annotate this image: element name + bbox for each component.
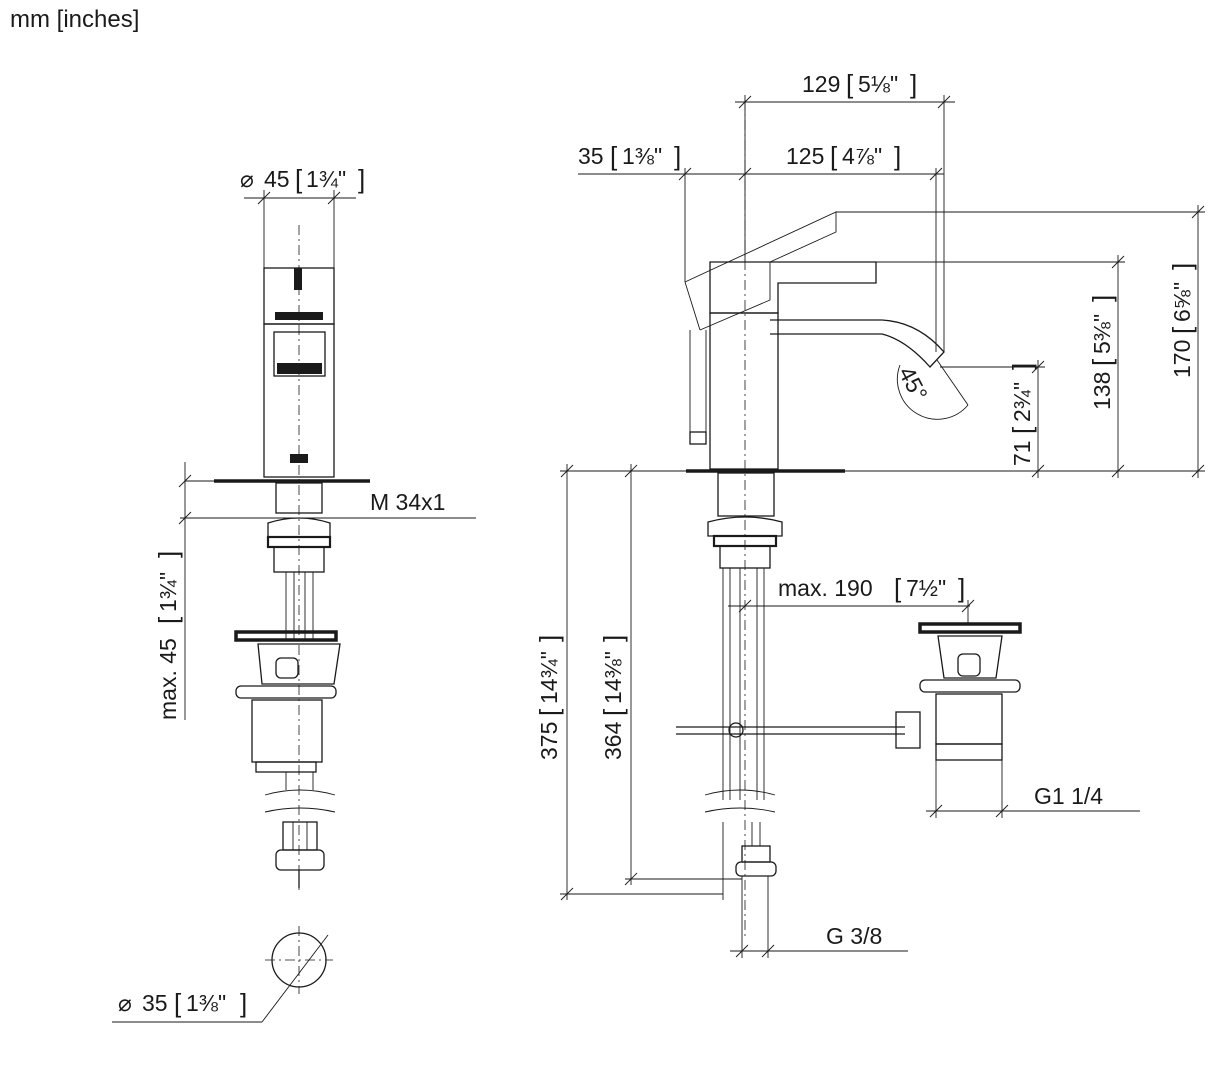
h-170-imperial: 6⅝" bbox=[1169, 282, 1195, 322]
dim-w-129: 129 [ 5⅛" ] bbox=[802, 69, 917, 99]
h-375-imperial: 14¾" bbox=[536, 651, 562, 704]
dim-h-71: 71 [ 2¾" ] bbox=[1007, 363, 1037, 466]
thread-g38-label: G 3/8 bbox=[826, 923, 882, 949]
svg-text:]: ] bbox=[1087, 295, 1117, 302]
svg-text:]: ] bbox=[674, 141, 681, 171]
svg-text:[: [ bbox=[1167, 326, 1197, 334]
dim-dia-35: ⌀ 35 [ 1⅜" ] bbox=[118, 988, 247, 1018]
front-view bbox=[112, 190, 476, 1023]
dia-45-value: 45 bbox=[264, 166, 290, 192]
svg-text:]: ] bbox=[1007, 363, 1037, 370]
w-35-imperial: 1⅜" bbox=[622, 143, 662, 169]
dim-w-125: 125 [ 4⅞" ] bbox=[786, 141, 901, 171]
h-138-value: 138 bbox=[1089, 372, 1115, 410]
dia-35-value: 35 bbox=[142, 990, 168, 1016]
h-71-imperial: 2¾" bbox=[1009, 382, 1035, 422]
svg-text:]: ] bbox=[1167, 263, 1197, 270]
svg-text:[: [ bbox=[830, 141, 838, 171]
dia-35-prefix: ⌀ bbox=[118, 990, 132, 1016]
max-190-value: max. 190 bbox=[778, 575, 873, 601]
svg-text:]: ] bbox=[358, 164, 365, 194]
svg-text:[: [ bbox=[598, 708, 628, 716]
dim-w-35: 35 [ 1⅜" ] bbox=[578, 141, 681, 171]
svg-text:[: [ bbox=[894, 573, 902, 603]
svg-text:[: [ bbox=[534, 708, 564, 716]
svg-text:]: ] bbox=[598, 635, 628, 642]
h-170-value: 170 bbox=[1169, 340, 1195, 378]
dia-45-imperial: 1¾" bbox=[306, 166, 346, 192]
svg-text:[: [ bbox=[1007, 426, 1037, 434]
dia-45-prefix: ⌀ bbox=[240, 166, 254, 192]
dim-h-170: 170 [ 6⅝" ] bbox=[1167, 263, 1197, 378]
dia-35-imperial: 1⅜" bbox=[186, 990, 226, 1016]
w-125-value: 125 bbox=[786, 143, 824, 169]
side-view bbox=[560, 95, 1205, 958]
w-129-value: 129 bbox=[802, 71, 840, 97]
w-129-imperial: 5⅛" bbox=[858, 71, 898, 97]
svg-text:[: [ bbox=[610, 141, 618, 171]
h-138-imperial: 5⅜" bbox=[1089, 314, 1115, 354]
svg-text:[: [ bbox=[295, 164, 303, 194]
dim-h-375: 375 [ 14¾" ] bbox=[534, 635, 564, 760]
svg-text:[: [ bbox=[1087, 358, 1117, 366]
units-label: mm [inches] bbox=[10, 6, 140, 33]
h-375-value: 375 bbox=[536, 722, 562, 760]
w-35-value: 35 bbox=[578, 143, 604, 169]
h-364-imperial: 14⅜" bbox=[600, 651, 626, 704]
dim-thread-g114: G1 1/4 bbox=[1034, 783, 1103, 809]
h-71-value: 71 bbox=[1009, 440, 1035, 466]
angle-value: 45° bbox=[894, 362, 933, 405]
h-364-value: 364 bbox=[600, 721, 626, 760]
svg-text:]: ] bbox=[910, 69, 917, 99]
dim-thread-m: M 34x1 bbox=[370, 489, 445, 515]
dim-max-45: max. 45 [ 1¾" ] bbox=[153, 551, 183, 720]
max-190-imperial: 7½" bbox=[906, 575, 946, 601]
svg-text:]: ] bbox=[894, 141, 901, 171]
dim-thread-g38: G 3/8 bbox=[826, 923, 882, 949]
dim-dia-45: ⌀ 45 [ 1¾" ] bbox=[240, 164, 365, 194]
max-45-value: max. 45 bbox=[155, 638, 181, 720]
svg-text:[: [ bbox=[846, 69, 854, 99]
svg-text:]: ] bbox=[534, 635, 564, 642]
svg-text:]: ] bbox=[240, 988, 247, 1018]
svg-text:]: ] bbox=[153, 551, 183, 558]
svg-text:]: ] bbox=[958, 573, 965, 603]
thread-g114-label: G1 1/4 bbox=[1034, 783, 1103, 809]
svg-text:[: [ bbox=[153, 616, 183, 624]
thread-m-label: M 34x1 bbox=[370, 489, 445, 515]
dim-angle: 45° bbox=[894, 362, 933, 405]
dim-h-364: 364 [ 14⅜" ] bbox=[598, 635, 628, 760]
w-125-imperial: 4⅞" bbox=[842, 143, 882, 169]
max-45-imperial: 1¾" bbox=[155, 572, 181, 612]
dim-max-190: max. 190 [ 7½" ] bbox=[778, 573, 965, 603]
dim-h-138: 138 [ 5⅜" ] bbox=[1087, 295, 1117, 410]
svg-text:[: [ bbox=[174, 988, 182, 1018]
